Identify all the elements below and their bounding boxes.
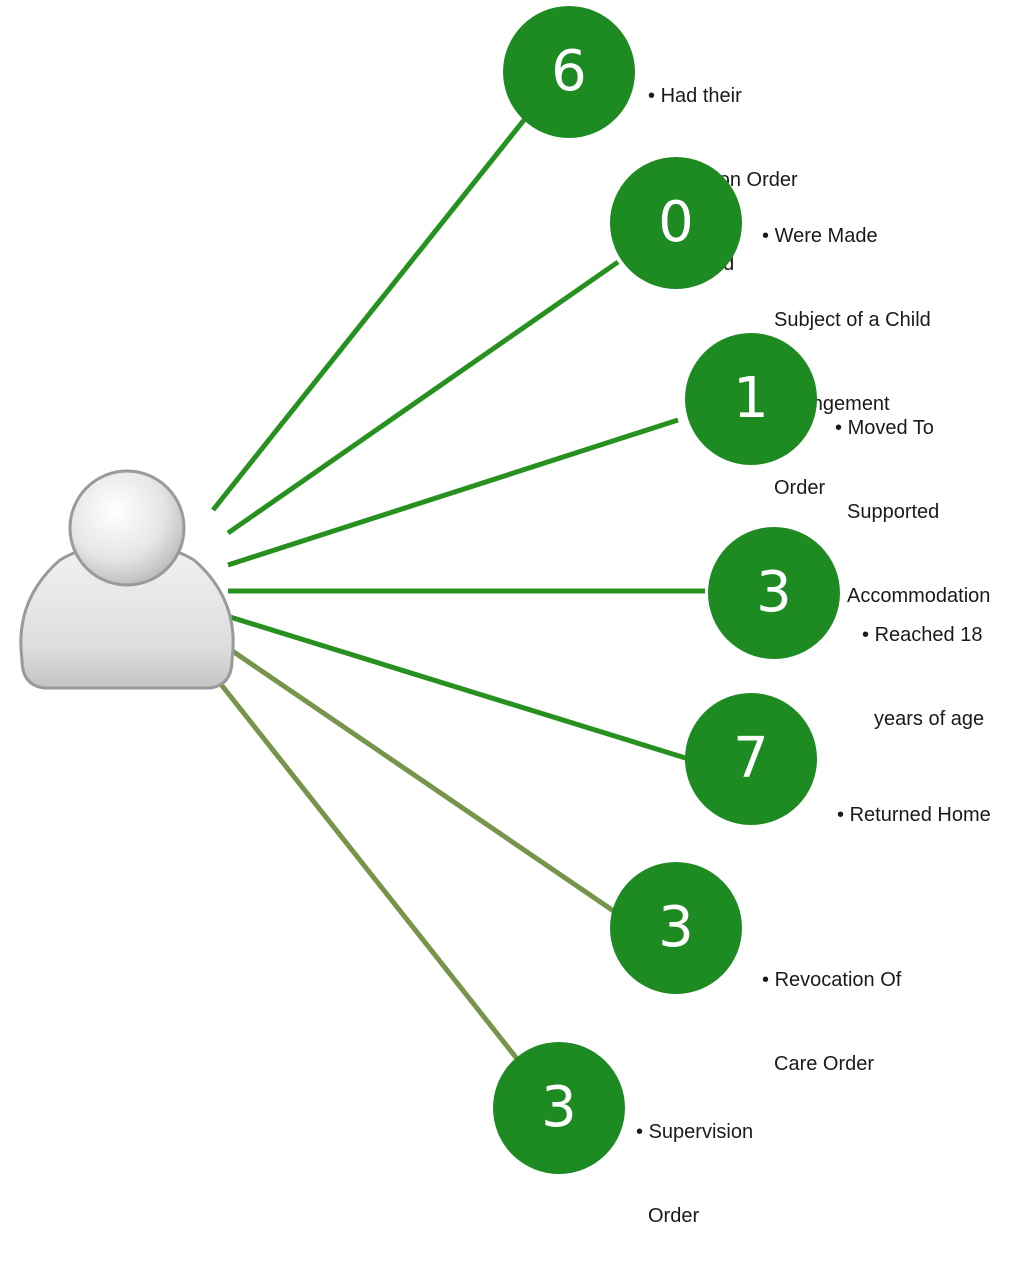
- bullet-icon: •: [862, 624, 870, 646]
- outcome-count-adoption: 6: [503, 6, 635, 138]
- connector-line-0: [211, 118, 526, 512]
- bullet-icon: •: [837, 804, 845, 826]
- connector-line-5: [226, 645, 620, 917]
- outcome-label-reached-18: • Reached 18 years of age: [862, 624, 985, 730]
- outcome-label-returned-home: • Returned Home: [837, 804, 991, 826]
- outcome-label-supported-accommodation: • Moved To Supported Accommodation: [835, 417, 991, 607]
- outcome-count-supported-accommodation: 1: [685, 333, 817, 465]
- connector-line-4: [229, 614, 693, 763]
- outcome-count-supervision-order: 3: [493, 1042, 625, 1174]
- outcome-label-supervision-order: • Supervision Order: [636, 1121, 754, 1227]
- bullet-icon: •: [762, 969, 770, 991]
- outcome-count-child-arrangement: 0: [610, 157, 742, 289]
- bullet-icon: •: [636, 1121, 644, 1143]
- connector-line-6: [210, 671, 520, 1062]
- outcome-label-revocation-care-order: • Revocation Of Care Order: [762, 969, 902, 1075]
- bullet-icon: •: [762, 225, 770, 247]
- user-avatar-icon: [19, 469, 235, 690]
- connector-lines: [19, 118, 705, 1062]
- outcome-count-returned-home: 7: [685, 693, 817, 825]
- connector-line-2: [227, 417, 679, 568]
- bullet-icon: •: [648, 85, 656, 107]
- outcome-count-revocation-care-order: 3: [610, 862, 742, 994]
- bullet-icon: •: [835, 417, 843, 439]
- outcome-count-reached-18: 3: [708, 527, 840, 659]
- outcome-label-child-arrangement: • Were Made Subject of a Child Arrangeme…: [762, 225, 931, 499]
- outcomes-diagram: 6 • Had their Adoption Order Granted 0 •…: [19, 6, 991, 1227]
- connector-line-1: [226, 259, 620, 536]
